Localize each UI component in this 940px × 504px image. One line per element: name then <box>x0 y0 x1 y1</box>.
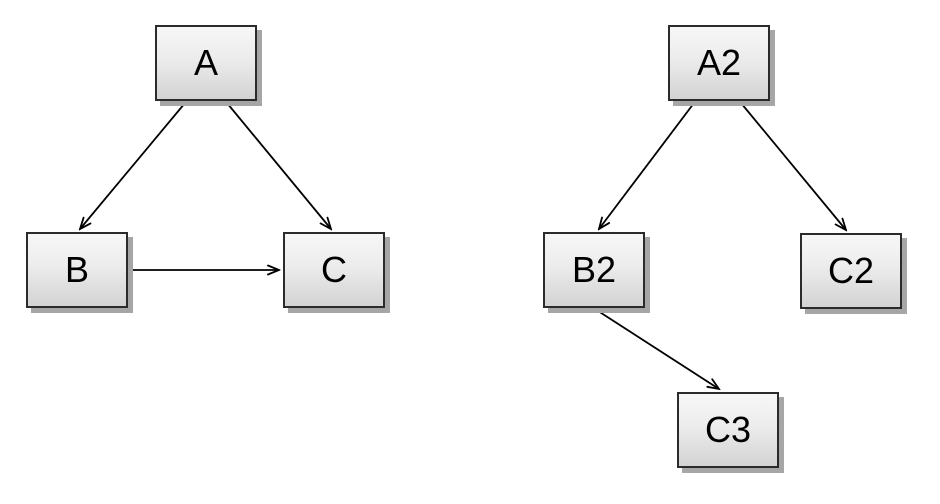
node-B-label: B <box>64 249 89 290</box>
node-A2: A2 <box>668 25 770 101</box>
node-C3-label: C3 <box>704 409 752 450</box>
node-B: B <box>26 232 128 308</box>
edge-A-B <box>80 102 186 229</box>
edge-A-C <box>226 102 331 229</box>
node-A: A <box>155 25 257 101</box>
node-B2-label: B2 <box>571 249 617 290</box>
node-C-label: C <box>321 249 347 290</box>
edge-A2-C2 <box>740 102 846 230</box>
node-A2-label: A2 <box>696 42 742 83</box>
node-A-label: A <box>193 42 218 83</box>
node-C2: C2 <box>800 233 902 309</box>
edge-B2-C3 <box>594 308 719 389</box>
edge-A2-B2 <box>599 102 695 229</box>
node-C3: C3 <box>677 392 779 468</box>
node-C2-label: C2 <box>827 250 875 291</box>
node-C: C <box>283 232 385 308</box>
node-B2: B2 <box>543 232 645 308</box>
